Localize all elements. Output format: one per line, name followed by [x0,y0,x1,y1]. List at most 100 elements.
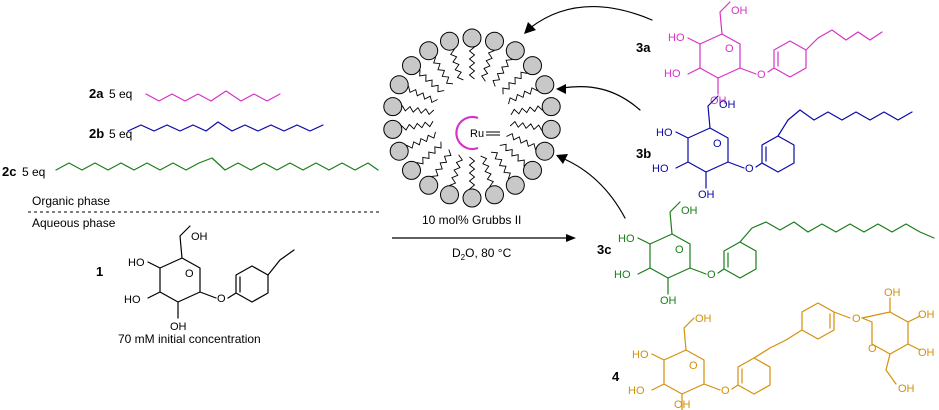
lipid-tail [449,154,463,186]
atom-label: HO [632,349,649,361]
lipid-head [419,41,439,61]
lipid-head [383,119,403,139]
reagent-2a-label: 2a [89,86,104,101]
lipid-tail [468,46,476,80]
arrow-to-3b [561,86,641,111]
atom-label: OH [719,99,736,111]
atom-label: HO [656,127,673,139]
atom-label: OH [170,321,187,333]
lipid-tail [506,132,536,150]
micelle [383,28,561,208]
reagent-2b-label: 2b [89,126,104,141]
reagent-2a-eq: 5 eq [109,87,132,101]
reagent-2c-eq: 5 eq [22,165,45,179]
product-3a-label: 3a [636,40,651,55]
atom-label: HO [668,32,685,44]
lipid-head [535,141,555,161]
lipid-head [485,31,504,51]
atom-label: HO [124,294,141,306]
lipid-tail [431,149,452,177]
lipid-tail [433,56,454,85]
compound-1-note: 70 mM initial concentration [118,332,261,346]
reagent-2b: 2b 5 eq [89,121,324,141]
lipid-head [440,31,459,51]
lipid-tail [401,105,435,116]
atom-label: O [852,313,861,325]
atom-label: O [721,385,730,397]
lipid-head [402,160,421,180]
reagent-2c: 2c 5 eq [2,157,379,179]
atom-label: OH [695,313,712,325]
lipid-tail [508,87,538,105]
catalyst-ligand-arc [455,115,479,151]
product-3c: 3c HO HO OH OH O O [597,201,935,307]
atom-label: O [217,293,226,305]
aqueous-phase-label: Aqueous phase [32,216,116,230]
conditions-line-1: 10 mol% Grubbs II [422,213,521,227]
lipid-tail [502,71,528,95]
arrow-to-3c [561,157,626,219]
atom-label: OH [660,295,677,307]
lipid-tail [510,105,543,116]
lipid-head [462,28,482,48]
lipid-tail [481,50,495,82]
reagent-2c-chain [55,157,379,171]
atom-label: OH [898,383,915,395]
lipid-head [462,188,482,208]
lipid-head [541,97,561,117]
atom-label: HO [128,257,145,269]
reagent-2a-chain [145,90,281,102]
organic-phase-label: Organic phase [32,194,110,208]
atom-label: OH [918,347,935,359]
atom-label: O [757,69,766,81]
atom-label: HO [614,269,631,281]
atom-label: O [868,343,877,355]
reagent-2b-chain [127,121,324,132]
lipid-tail [499,143,525,167]
lipid-head [419,175,439,195]
product-3b: 3b HO HO OH OH O O [636,95,913,201]
lipid-tail [492,59,513,87]
lipid-tail [480,155,494,188]
atom-label: O [675,244,684,256]
reagent-2b-eq: 5 eq [109,127,132,141]
lipid-tail [406,131,436,149]
reaction-arrow-head [566,234,576,242]
atom-label: O [725,43,734,55]
lipid-tail [468,156,476,190]
compound-1-label: 1 [96,264,103,279]
product-4: 4 HO HO OH OH O O O OH OH OH O OH [612,287,935,410]
lipid-head [402,56,421,76]
atom-label: O [713,138,722,150]
lipid-head [383,97,403,117]
atom-label: OH [884,287,901,299]
lipid-head [505,175,525,195]
atom-label: OH [918,309,935,321]
reagent-2c-label: 2c [2,164,16,179]
lipid-tail [419,69,445,93]
conditions-line-2: D2O, 80 °C [452,246,512,262]
lipid-head [523,56,542,76]
lipid-tail [490,151,511,180]
atom-label: OH [731,5,748,17]
atom-label: OH [710,95,727,107]
product-3b-label: 3b [636,146,651,161]
atom-label: O [689,360,698,372]
atom-label: HO [664,68,681,80]
atom-label: O [745,163,754,175]
atom-label: OH [698,189,715,201]
atom-label: HO [652,163,669,175]
product-4-label: 4 [612,369,620,384]
product-3a: 3a HO HO OH OH O O [636,1,883,107]
arrow-to-3a-head [524,22,536,34]
atom-label: OH [681,205,698,217]
ru-alkylidene-bond [486,131,500,136]
lipid-head [389,75,409,95]
reagent-2a: 2a 5 eq [89,86,281,102]
lipid-tail [401,120,434,131]
arrow-to-3c-head [556,154,568,164]
atom-label: HO [628,385,645,397]
ruthenium-label: Ru [470,128,484,140]
lipid-head [541,119,561,139]
